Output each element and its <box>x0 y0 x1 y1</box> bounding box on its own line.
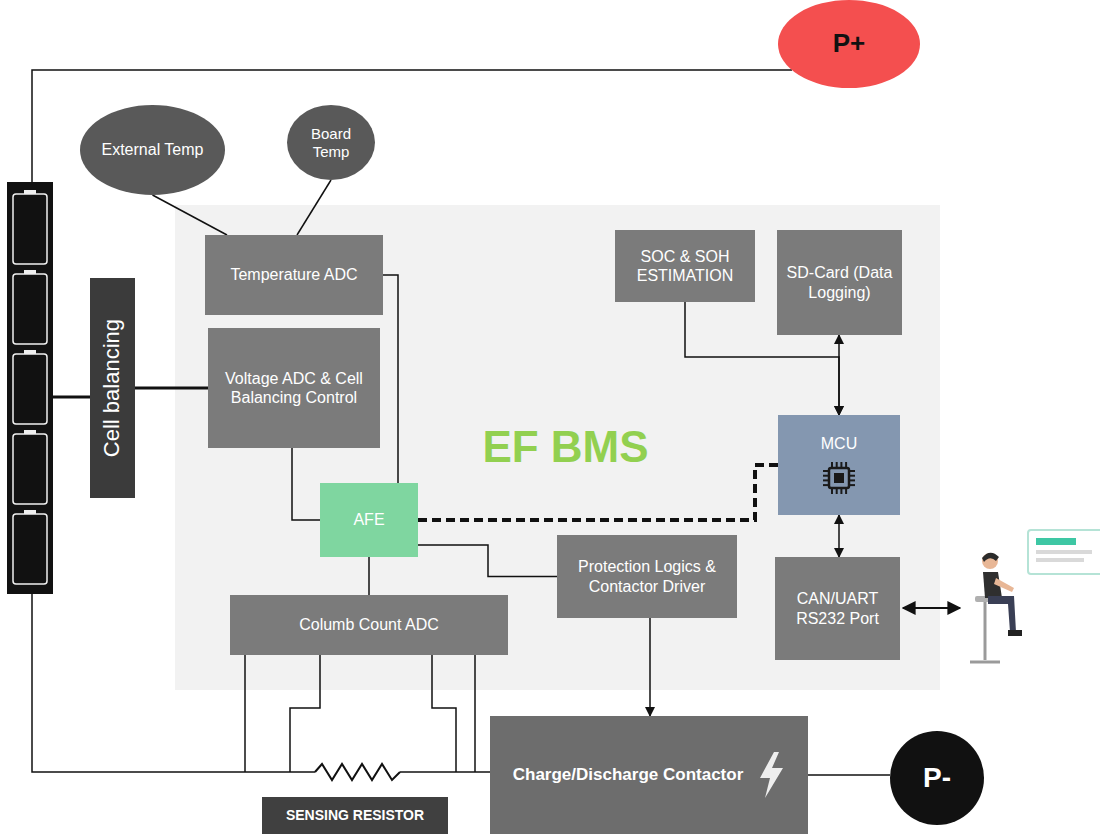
node-label: SOC & SOH ESTIMATION <box>621 247 749 285</box>
node-label: Protection Logics & Contactor Driver <box>563 557 731 595</box>
process-box: CAN/UART RS232 Port <box>775 557 900 660</box>
resistor-symbol <box>315 764 400 780</box>
legs <box>988 596 1016 632</box>
node-label: External Temp <box>102 140 204 159</box>
ellipse-fill <box>778 0 920 88</box>
user-link-arrow <box>903 607 960 609</box>
chair <box>984 600 987 660</box>
hair <box>982 553 999 562</box>
process-box: Voltage ADC & Cell Balancing Control <box>208 328 380 448</box>
screen-bar <box>1036 538 1076 545</box>
node-label: P+ <box>833 28 866 59</box>
afe-box: AFE <box>320 483 418 557</box>
battery-cell <box>13 194 47 264</box>
chair <box>970 661 1000 664</box>
cell-terminal <box>24 430 36 434</box>
terminal-circle: P+ <box>778 0 920 88</box>
arm <box>994 578 1014 592</box>
process-box: Protection Logics & Contactor Driver <box>557 535 737 618</box>
screen-line <box>1036 558 1084 562</box>
battery-cell <box>13 274 47 344</box>
node-label: Voltage ADC & Cell Balancing Control <box>214 369 374 407</box>
cell-terminal <box>24 510 36 514</box>
connector <box>808 774 890 776</box>
mcu-box: MCU <box>778 415 900 515</box>
node-label: P- <box>923 761 951 795</box>
node-label: SD-Card (Data Logging) <box>783 263 896 301</box>
cell-terminal <box>24 270 36 274</box>
node-label: Temperature ADC <box>230 265 357 284</box>
process-box: SOC & SOH ESTIMATION <box>615 230 755 302</box>
node-label: Columb Count ADC <box>299 615 439 634</box>
sensor-ellipse: External Temp <box>80 105 225 195</box>
ellipse-fill <box>890 731 984 825</box>
bms-panel: EF BMS Temperature ADC SOC & SOH ESTIMATIO… <box>175 205 940 690</box>
connector <box>135 387 208 390</box>
ellipse-fill <box>80 105 225 195</box>
node-label: Cell balancing <box>99 319 125 457</box>
battery-cell <box>13 514 47 584</box>
connector <box>838 515 840 557</box>
panel-title: EF BMS <box>482 421 648 474</box>
battery-backing <box>7 182 53 594</box>
lightning-icon <box>757 752 785 798</box>
process-box: Columb Count ADC <box>230 595 508 655</box>
screen <box>1028 530 1100 574</box>
node-label: MCU <box>821 434 857 453</box>
connector <box>649 618 651 716</box>
cell-terminal <box>24 350 36 354</box>
screen-line <box>1036 550 1092 554</box>
connector <box>368 557 370 595</box>
node-label: CAN/UART RS232 Port <box>781 589 894 627</box>
connector <box>838 335 840 415</box>
battery-cell <box>13 354 47 424</box>
node-label: Board Temp <box>293 125 369 161</box>
balance-wire <box>53 396 90 399</box>
cell-terminal <box>24 190 36 194</box>
ellipse-fill <box>287 105 375 180</box>
user-figure <box>970 530 1100 662</box>
contactor-box: Charge/Discharge Contactor <box>490 716 808 834</box>
battery-stack <box>7 182 53 594</box>
sense-lead <box>474 655 476 772</box>
terminal-circle: P- <box>890 731 984 825</box>
node-label: Charge/Discharge Contactor <box>513 765 744 785</box>
sensor-ellipse: Board Temp <box>287 105 375 180</box>
battery-cells <box>13 190 47 584</box>
label-box: SENSING RESISTOR <box>262 797 448 834</box>
balancing-bar: Cell balancing <box>90 278 135 498</box>
process-box: SD-Card (Data Logging) <box>777 230 902 335</box>
contactor-wire <box>400 771 490 773</box>
shoe <box>1008 630 1022 636</box>
process-box: Temperature ADC <box>205 235 383 315</box>
node-label: AFE <box>353 510 384 529</box>
chip-icon <box>821 460 857 496</box>
node-label: SENSING RESISTOR <box>286 807 424 824</box>
head <box>982 553 998 569</box>
battery-cell <box>13 434 47 504</box>
sense-lead <box>244 655 246 772</box>
